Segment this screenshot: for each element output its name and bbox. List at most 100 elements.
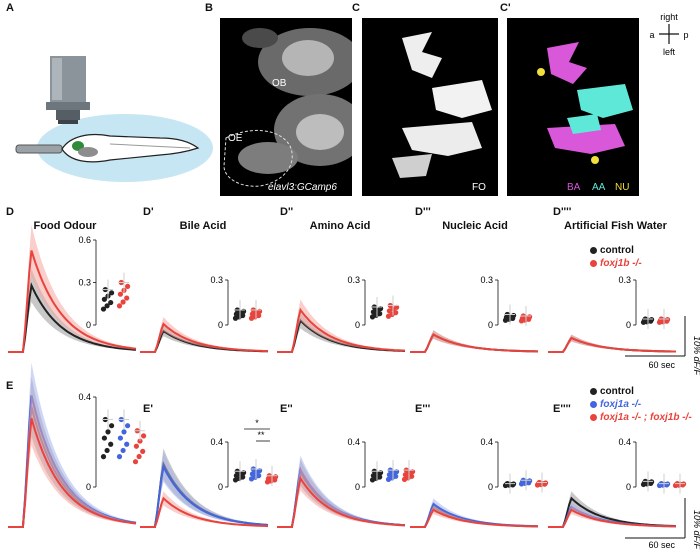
trace-band: [548, 334, 676, 352]
inset-tick-label: 0.3: [347, 275, 360, 285]
panel-label-a: A: [6, 2, 14, 14]
inset-point: [116, 303, 123, 309]
micrograph-categories: BA AA NU: [507, 18, 639, 196]
inset-point: [120, 447, 126, 454]
legend-dot: [590, 260, 597, 267]
panel-label-d: D: [6, 206, 14, 218]
ob-label: OB: [272, 78, 287, 89]
nu-label: NU: [615, 182, 630, 193]
scale-label-vertical-e: 10% dF/F: [692, 510, 700, 550]
title-amino-acid: Amino Acid: [309, 220, 371, 232]
inset-point: [527, 314, 533, 320]
inset-tick-label: 0.3: [618, 275, 631, 285]
title-bile-acid: Bile Acid: [179, 220, 227, 232]
inset-point: [273, 474, 279, 480]
trace-line: [548, 508, 676, 528]
compass-right: p: [683, 30, 688, 40]
trace-band: [410, 498, 538, 527]
inset-point: [117, 291, 123, 297]
trace-line: [410, 508, 538, 528]
panel-label-b: B: [205, 2, 213, 14]
legend-item-foxj1a: foxj1a -/-: [590, 398, 692, 411]
title-afw: Artificial Fish Water: [564, 220, 667, 232]
inset-point: [117, 435, 123, 441]
significance-star: *: [255, 418, 259, 428]
inset-tick-label: 0: [355, 482, 360, 492]
inset-tick-label: 0.3: [78, 278, 91, 288]
trace-band: [8, 391, 136, 527]
inset-tick-label: 0.4: [618, 437, 631, 447]
panel-label-e2: E'': [280, 403, 293, 415]
trace-line: [548, 336, 676, 353]
inset-tick-label: 0.3: [210, 275, 223, 285]
panel-label-d3: D''': [415, 206, 431, 218]
reporter-label: elavl3:GCamp6: [268, 182, 337, 193]
inset-point: [108, 441, 114, 447]
legend-item-double: foxj1a -/- ; foxj1b -/-: [590, 411, 692, 424]
legend-item-foxj1b: foxj1b -/-: [590, 257, 642, 270]
inset-point: [121, 429, 127, 435]
title-nucleic-acid: Nucleic Acid: [442, 220, 508, 232]
orientation-compass: right a p left: [649, 12, 688, 57]
oe-label: OE: [228, 133, 243, 144]
inset-point: [132, 459, 139, 465]
inset-tick-label: 0: [488, 482, 493, 492]
trace-band: [548, 502, 676, 527]
trace-band: [548, 505, 676, 527]
inset-tick-label: 0: [86, 320, 91, 330]
title-food-odour: Food Odour: [33, 220, 97, 232]
compass-bottom: left: [663, 47, 676, 57]
inset-point: [124, 295, 130, 301]
inset-point: [104, 303, 110, 309]
panel-label-e4: E'''': [553, 403, 571, 415]
trace-band: [140, 491, 268, 527]
panel-label-c-prime: C': [500, 2, 511, 14]
inset-point: [510, 312, 517, 319]
inset-tick-label: 0: [218, 482, 223, 492]
scale-label-vertical-d: 10% dF/F: [692, 336, 700, 376]
inset-point: [120, 299, 126, 305]
trace-band: [277, 466, 405, 527]
compass-top: right: [660, 12, 678, 22]
trace-band: [140, 317, 268, 352]
inset-point: [393, 310, 399, 316]
inset-point: [109, 423, 115, 429]
legend-item-control: control: [590, 385, 692, 398]
inset-point: [101, 435, 107, 441]
panel-label-c: C: [352, 2, 360, 14]
inset-tick-label: 0: [488, 320, 493, 330]
inset-point: [140, 448, 146, 454]
inset-tick-label: 0: [626, 482, 631, 492]
inset-point: [133, 443, 139, 449]
trace-line: [8, 282, 137, 353]
legend-row-d: control foxj1b -/-: [590, 244, 642, 270]
inset-point: [527, 478, 533, 484]
compass-left: a: [649, 30, 654, 40]
trace-line: [8, 418, 137, 528]
inset-point: [116, 454, 123, 460]
aa-label: AA: [592, 182, 606, 193]
inset-tick-label: 0.4: [210, 437, 223, 447]
scale-label-time-d: 60 sec: [648, 360, 675, 370]
inset-point: [105, 429, 111, 435]
trace-line: [277, 475, 406, 528]
inset-tick-label: 0.4: [347, 437, 360, 447]
trace-line: [140, 322, 269, 353]
legend-dot: [590, 247, 597, 254]
trace-line: [277, 307, 406, 353]
trace-line: [8, 250, 137, 353]
trace-line: [140, 463, 269, 528]
panel-label-d1: D': [143, 206, 154, 218]
trace-band: [277, 299, 405, 352]
panel-label-e1: E': [143, 403, 153, 415]
legend-row-e: control foxj1a -/- foxj1a -/- ; foxj1b -…: [590, 385, 692, 424]
micrograph-gcamp: OB OE elavl3:GCamp6: [220, 18, 352, 196]
inset-tick-label: 0.4: [78, 392, 91, 402]
legend-item-control: control: [590, 244, 642, 257]
trace-band: [8, 225, 136, 352]
trace-band: [277, 455, 405, 527]
panel-label-d2: D'': [280, 206, 294, 218]
trace-band: [140, 451, 268, 527]
inset-point: [125, 283, 131, 289]
